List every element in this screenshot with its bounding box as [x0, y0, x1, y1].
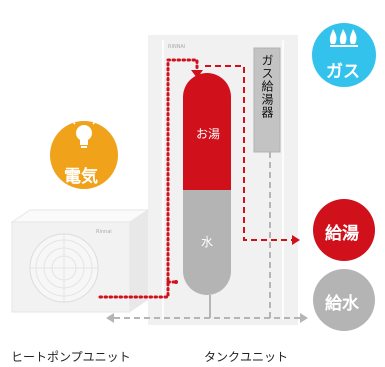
tank-hot-water-label: お湯	[196, 127, 221, 141]
gas-label: ガス	[326, 62, 360, 82]
tank-unit-caption: タンクユニット	[204, 350, 289, 364]
heat-pump-unit	[10, 209, 150, 313]
electricity-label: 電気	[64, 167, 98, 187]
hot-water-arrow-into-tank	[191, 70, 203, 78]
water-supply-circle	[313, 269, 375, 331]
gas-water-heater-label: ガス給湯器	[260, 54, 274, 119]
water-supply-label: 給水	[325, 294, 359, 314]
gas-water-heater-box	[253, 47, 281, 153]
hot-water-supply-circle	[313, 199, 375, 261]
heat-pump-unit-caption: ヒートポンプユニット	[11, 350, 131, 364]
heat-pump-fan-grille	[29, 233, 99, 303]
hot-water-tank	[183, 73, 231, 295]
flame-icon	[329, 29, 358, 47]
electricity-badge	[50, 118, 118, 189]
hot-water-supply-label: 給湯	[325, 224, 359, 244]
lightbulb-icon	[72, 118, 96, 148]
tank-water-label: 水	[201, 235, 214, 249]
water-pipe	[114, 152, 300, 319]
tank-brand-mark: RINNAI	[168, 44, 186, 50]
heat-pump-brand-mark: Rinnai	[96, 229, 112, 235]
gas-badge	[312, 23, 376, 87]
hot-water-supply-pipe	[205, 65, 292, 241]
